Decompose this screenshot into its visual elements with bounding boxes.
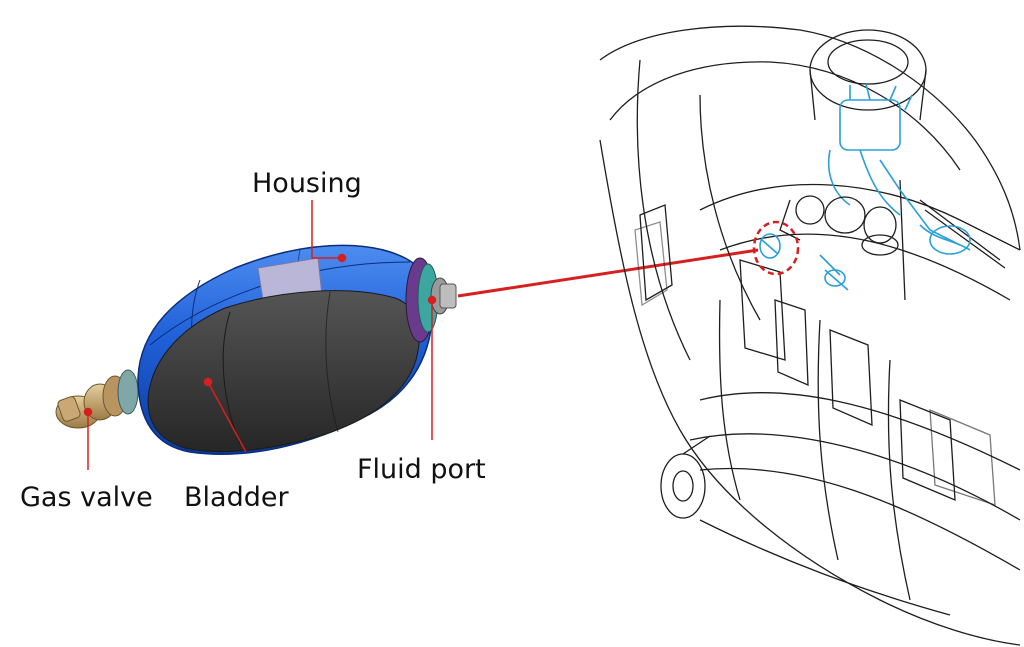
housing-leader bbox=[311, 200, 342, 259]
gas-valve-leader-dot bbox=[83, 407, 93, 417]
bladder-leader-dot bbox=[203, 377, 213, 387]
accumulator-location-marker bbox=[752, 220, 800, 276]
bladder-leader bbox=[207, 381, 247, 453]
fluid-port-leader-dot bbox=[427, 295, 437, 305]
housing-label: Housing bbox=[252, 168, 362, 199]
bladder-label: Bladder bbox=[184, 482, 289, 513]
fluid-port-label: Fluid port bbox=[357, 454, 486, 485]
housing-leader-dot bbox=[337, 253, 347, 263]
location-pointer-line bbox=[457, 248, 759, 298]
landing-wheel bbox=[660, 435, 711, 519]
helicopter-line-drawing bbox=[599, 25, 1021, 646]
hydraulic-system-highlight bbox=[759, 83, 971, 291]
bladder-part bbox=[147, 290, 420, 453]
rotor-gearbox bbox=[779, 195, 899, 256]
leader-lines bbox=[83, 200, 437, 470]
fluid-port-part bbox=[405, 257, 457, 343]
gas-valve-label: Gas valve bbox=[20, 482, 153, 513]
accumulator-illustration bbox=[55, 200, 457, 470]
gas-valve-part bbox=[55, 369, 139, 429]
